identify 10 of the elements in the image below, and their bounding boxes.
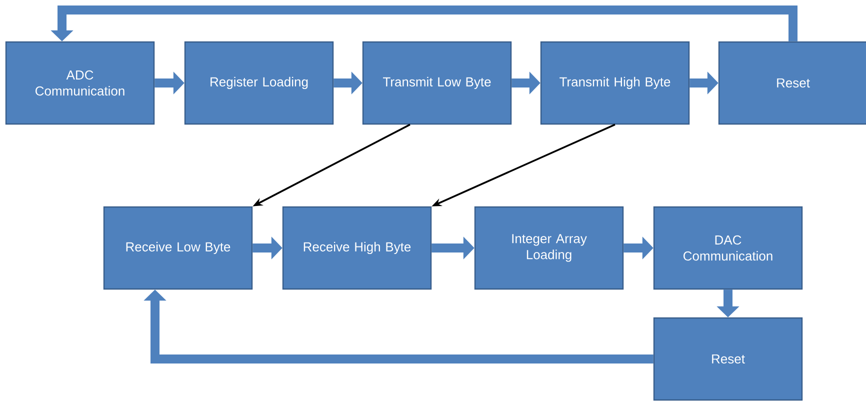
process-box: Reset bbox=[653, 317, 803, 401]
process-box: Receive High Byte bbox=[282, 206, 432, 290]
process-box: Reset bbox=[718, 41, 866, 125]
process-box: Integer Array Loading bbox=[474, 206, 624, 290]
process-box: ADC Communication bbox=[5, 41, 155, 125]
process-box: DAC Communication bbox=[653, 206, 803, 290]
process-box: Register Loading bbox=[184, 41, 334, 125]
process-box: Receive Low Byte bbox=[103, 206, 253, 290]
process-box: Transmit Low Byte bbox=[362, 41, 512, 125]
process-box: Transmit High Byte bbox=[540, 41, 690, 125]
